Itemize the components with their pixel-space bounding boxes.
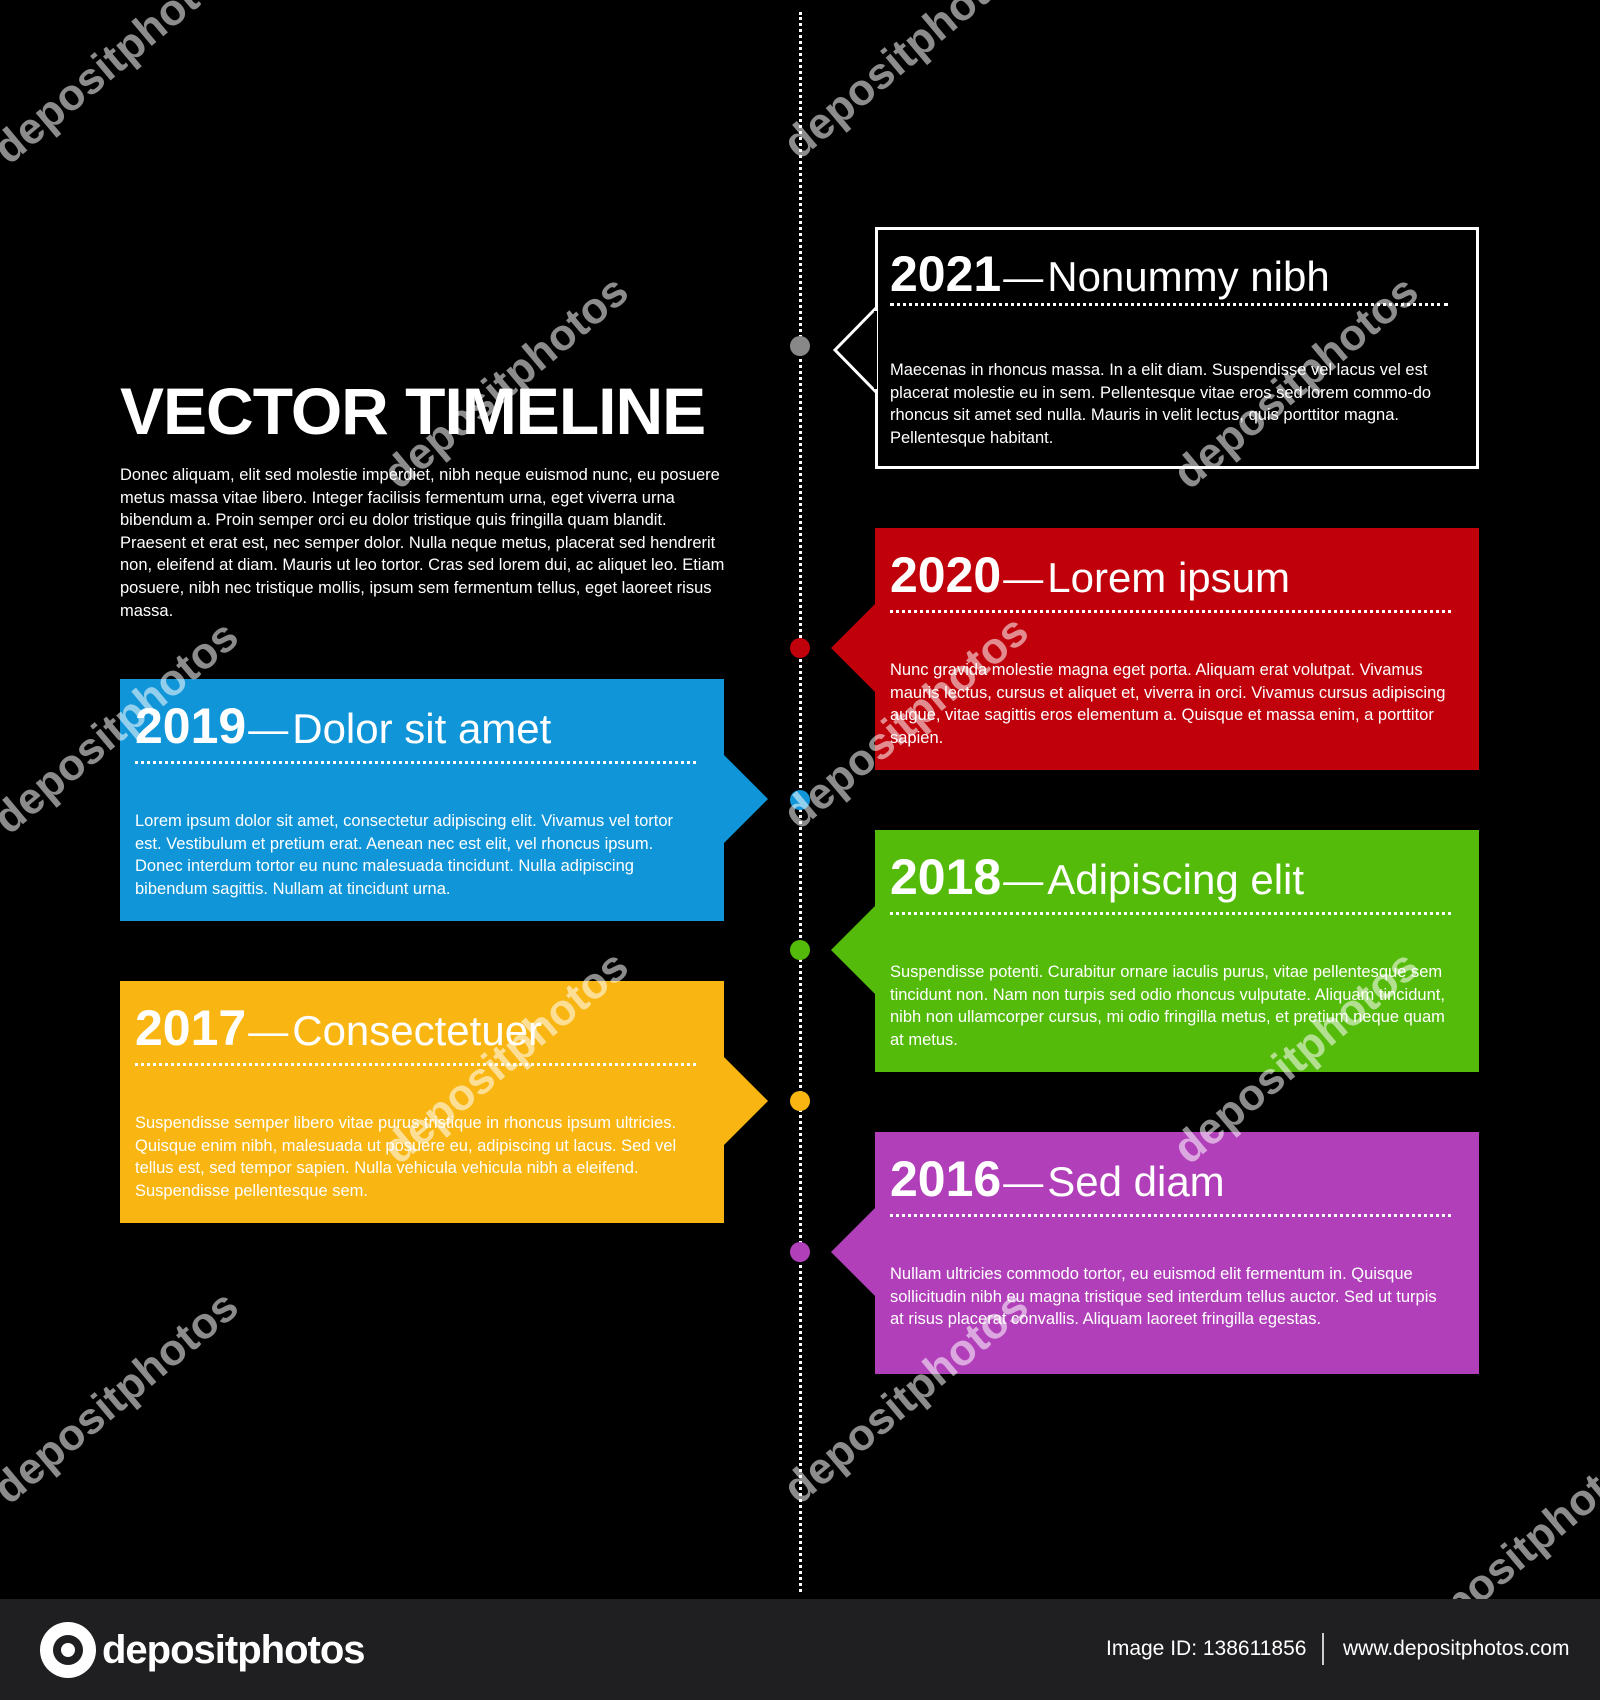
event-dash: — — [1003, 1161, 1044, 1205]
timeline-marker-2018 — [790, 940, 810, 960]
event-divider — [890, 303, 1448, 306]
event-title: Consectetuer — [292, 1007, 543, 1054]
intro-paragraph: Donec aliquam, elit sed molestie imperdi… — [120, 466, 725, 620]
watermark-text: depositphotos — [0, 1281, 248, 1514]
event-year: 2016 — [890, 1151, 1002, 1207]
card-pointer-2018 — [831, 905, 876, 995]
timeline-marker-2020 — [790, 638, 810, 658]
event-card-2020: 2020—Lorem ipsum Nunc gravida molestie m… — [831, 528, 1479, 770]
event-description: Lorem ipsum dolor sit amet, consectetur … — [135, 812, 674, 898]
event-card-2017: 2017—Consectetuer Suspendisse semper lib… — [120, 981, 768, 1223]
event-divider — [890, 610, 1451, 613]
card-pointer-2019 — [723, 754, 768, 844]
event-description: Suspendisse potenti. Curabitur ornare ia… — [890, 963, 1445, 1049]
event-dash: — — [1003, 256, 1044, 300]
event-year: 2021 — [890, 246, 1002, 302]
event-description: Suspendisse semper libero vitae purus tr… — [135, 1114, 677, 1200]
event-divider — [135, 761, 696, 764]
event-dash: — — [1003, 557, 1044, 601]
watermark-text: depositphotos — [0, 0, 248, 174]
event-title: Lorem ipsum — [1047, 554, 1290, 601]
card-pointer-2017 — [723, 1056, 768, 1146]
site-link[interactable]: www.depositphotos.com — [1343, 1637, 1570, 1660]
event-year: 2019 — [135, 698, 247, 754]
event-dash: — — [248, 708, 289, 752]
brand-logo[interactable]: depositphotos — [40, 1621, 366, 1679]
footer-bar: depositphotos Image ID: 138611856 www.de… — [0, 1599, 1600, 1700]
card-pointer-2020 — [831, 603, 876, 693]
timeline-marker-2016 — [790, 1242, 810, 1262]
event-title: Adipiscing elit — [1047, 856, 1305, 903]
timeline-marker-2017 — [790, 1091, 810, 1111]
timeline-marker-2019 — [790, 790, 810, 810]
page-title: VECTOR TIMELINE — [120, 374, 706, 448]
image-id: Image ID: 138611856 — [1106, 1637, 1307, 1660]
event-title: Sed diam — [1047, 1158, 1225, 1205]
watermark-text: depositphotos — [773, 0, 1038, 169]
footer-divider — [1322, 1633, 1324, 1665]
event-description: Nunc gravida molestie magna eget porta. … — [890, 661, 1446, 747]
card-pointer-2016 — [831, 1207, 876, 1297]
event-title: Dolor sit amet — [292, 705, 552, 752]
event-description: Maecenas in rhoncus massa. In a elit dia… — [890, 361, 1432, 447]
timeline-marker-2021 — [790, 336, 810, 356]
event-card-2019: 2019—Dolor sit amet Lorem ipsum dolor si… — [120, 679, 768, 921]
event-card-2021: 2021—Nonummy nibh Maecenas in rhoncus ma… — [832, 227, 1479, 469]
event-dash: — — [1003, 859, 1044, 903]
event-year: 2020 — [890, 547, 1002, 603]
event-year: 2018 — [890, 849, 1002, 905]
event-divider — [890, 912, 1451, 915]
event-year: 2017 — [135, 1000, 247, 1056]
event-dash: — — [248, 1010, 289, 1054]
event-card-2016: 2016—Sed diam Nullam ultricies commodo t… — [831, 1132, 1479, 1374]
event-title: Nonummy nibh — [1047, 253, 1330, 300]
event-divider — [135, 1063, 696, 1066]
event-description: Nullam ultricies commodo tortor, eu euis… — [890, 1265, 1437, 1329]
card-pointer-2021 — [832, 305, 877, 395]
brand-name: depositphotos — [102, 1627, 366, 1672]
event-divider — [890, 1214, 1451, 1217]
camera-icon — [40, 1622, 96, 1678]
event-card-2018: 2018—Adipiscing elit Suspendisse potenti… — [831, 830, 1479, 1072]
